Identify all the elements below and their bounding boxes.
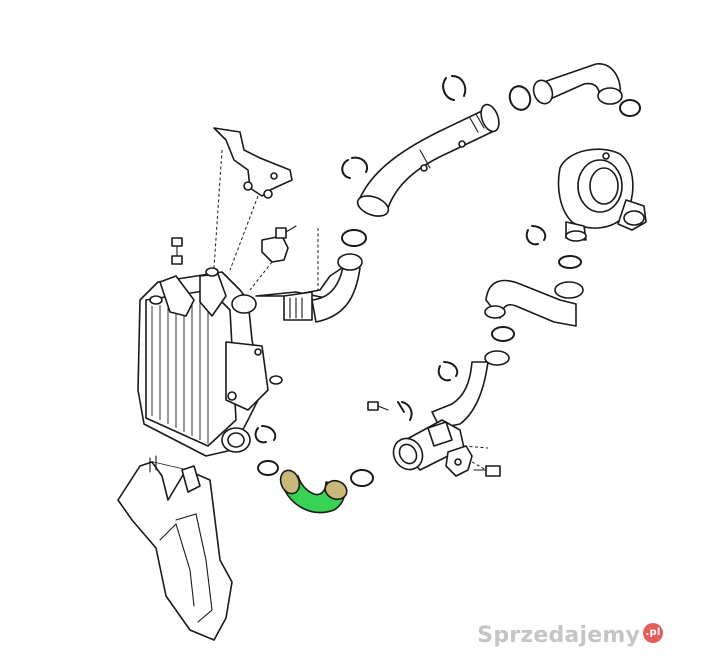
watermark-badge: .pl: [643, 623, 663, 643]
o-ring-e: [491, 326, 515, 342]
clip-ring-b: [442, 75, 467, 101]
o-ring-a: [341, 229, 367, 247]
o-ring-b: [508, 85, 532, 111]
watermark-text: Sprzedajemy: [477, 623, 640, 648]
clip-ring-f: [437, 361, 459, 382]
o-ring-f: [257, 460, 279, 476]
boost-sensor: [249, 225, 297, 291]
clip-ring-h: [254, 425, 277, 444]
upper-charge-pipe: [356, 103, 500, 217]
bolt-middle: [367, 401, 389, 411]
o-ring-g: [350, 469, 374, 487]
air-guide-duct: [117, 455, 233, 641]
turbocharger: [557, 148, 647, 242]
clip-ring-g: [397, 401, 413, 421]
pipe-bracket-lower: [445, 445, 501, 477]
middle-right-pipe: [484, 279, 584, 327]
lower-right-pipe: [392, 350, 510, 471]
o-ring-d: [558, 255, 582, 269]
intercooler: [137, 267, 283, 457]
bolt-left: [171, 237, 183, 265]
clip-ring-a: [341, 156, 368, 179]
mounting-bracket: [213, 127, 293, 271]
intercooler-outlet-hose: [255, 253, 363, 323]
o-ring-c: [619, 99, 641, 117]
watermark: Sprzedajemy.pl: [477, 623, 663, 648]
clip-ring-c: [525, 225, 547, 246]
upper-right-elbow: [532, 63, 623, 105]
highlighted-elbow-hose: [279, 469, 348, 514]
